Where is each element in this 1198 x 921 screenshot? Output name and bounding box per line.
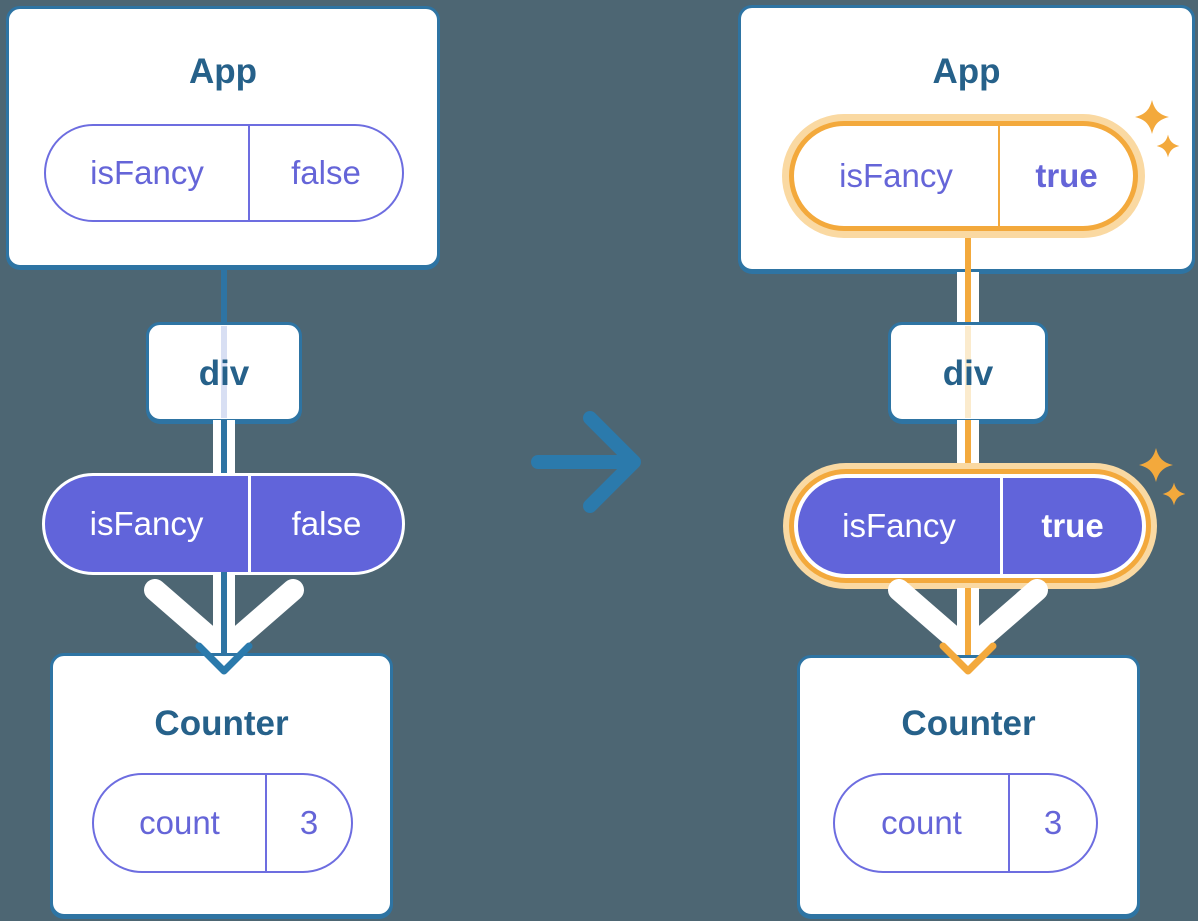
state-value: 3 — [265, 775, 351, 871]
prop-pill-passed-after: isFancy true — [794, 474, 1146, 578]
state-pill-counter-after: count 3 — [833, 773, 1098, 873]
prop-value: false — [248, 476, 402, 572]
prop-pill-app-after: isFancy true — [789, 121, 1138, 231]
prop-value: false — [248, 126, 402, 220]
sparkle-icon — [1156, 134, 1180, 158]
prop-flow-line — [965, 588, 971, 668]
counter-title: Counter — [154, 704, 289, 743]
sparkle-icon — [1162, 482, 1186, 506]
state-value: 3 — [1008, 775, 1096, 871]
prop-value: true — [998, 126, 1133, 226]
prop-key: isFancy — [839, 157, 953, 194]
prop-flow-through-div — [221, 326, 227, 418]
prop-flow-line — [965, 420, 971, 466]
prop-flow-through-div — [965, 326, 971, 418]
tree-edge-app-div — [221, 265, 227, 325]
state-pill-counter-before: count 3 — [92, 773, 353, 873]
arrow-right-icon — [531, 411, 641, 513]
prop-flow-line — [965, 272, 971, 325]
sparkle-icon — [1135, 100, 1169, 134]
arrowhead-down-orange-icon — [939, 642, 997, 675]
state-key: count — [139, 804, 220, 841]
tree-edge-div-pill — [221, 420, 227, 476]
counter-title: Counter — [901, 704, 1036, 743]
prop-pill-passed-before: isFancy false — [42, 473, 405, 575]
div-label: div — [942, 354, 994, 393]
prop-key: isFancy — [90, 154, 204, 191]
prop-value: true — [1000, 478, 1142, 574]
app-title: App — [188, 52, 258, 91]
app-title: App — [932, 52, 1001, 91]
state-key: count — [881, 804, 962, 841]
prop-flow-line — [965, 230, 971, 275]
sparkle-icon — [1139, 448, 1173, 482]
prop-key: isFancy — [842, 507, 956, 544]
prop-pill-app-before: isFancy false — [44, 124, 404, 222]
arrowhead-down-blue-icon — [195, 642, 253, 675]
prop-key: isFancy — [89, 505, 204, 542]
div-label: div — [198, 354, 250, 393]
tree-edge-pill-counter — [221, 572, 227, 668]
